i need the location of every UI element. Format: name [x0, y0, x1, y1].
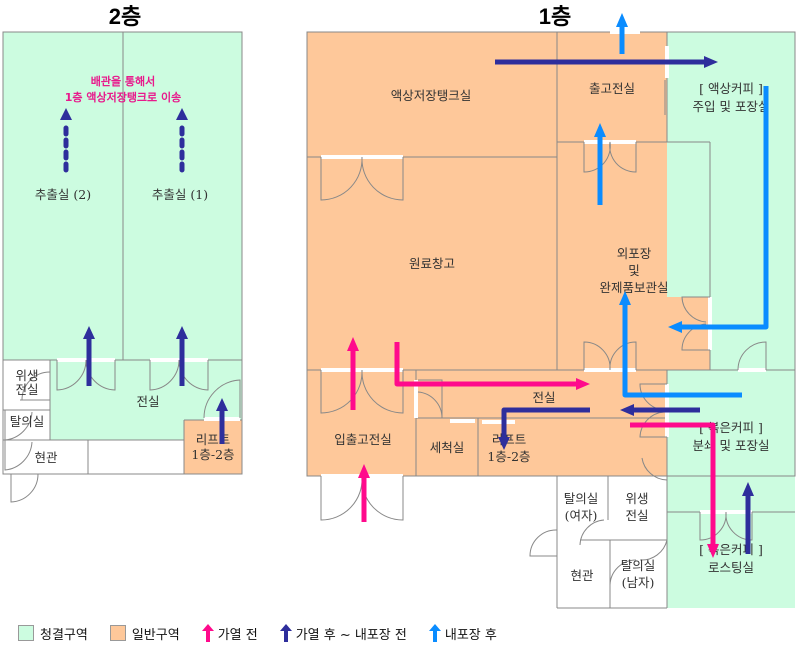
room-sanitary-2f-line2: 전실	[15, 382, 38, 397]
room-sanitary-1f-line2: 전실	[625, 508, 648, 523]
arrowhead	[216, 398, 228, 411]
room-changing-female-line2: (여자)	[565, 508, 598, 523]
zone-liquid-tank	[307, 32, 667, 157]
floor-2-title: 2층	[109, 4, 141, 29]
arrowhead	[742, 482, 754, 496]
floor-1: 1층	[306, 4, 796, 609]
legend-label: 청결구역	[40, 627, 88, 643]
arrowhead	[620, 404, 634, 416]
legend-after-inner-packing: 내포장 후	[428, 624, 497, 643]
room-sanitary-1f-line1: 위생	[625, 491, 648, 506]
room-extraction-2: 추출실 (2)	[35, 187, 91, 202]
room-outer-pack-line1: 외포장	[617, 246, 652, 261]
arrowhead	[358, 464, 370, 478]
room-changing-female-line1: 탈의실	[564, 491, 599, 506]
room-washing: 세척실	[430, 440, 465, 455]
zone-clean-right	[710, 140, 795, 370]
room-in-out-anteroom: 입출고전실	[334, 432, 392, 447]
floor-1-title: 1층	[539, 4, 571, 29]
arrowhead	[83, 326, 95, 339]
room-extraction-1: 추출실 (1)	[152, 187, 208, 202]
arrowhead	[498, 437, 510, 450]
room-lift-1f-line1: 리프트	[492, 432, 527, 447]
room-anteroom-2f: 전실	[136, 394, 159, 409]
room-liquid-tank: 액상저장탱크실	[391, 88, 472, 103]
flow-blue-grind-to-storage	[622, 303, 742, 398]
arrow-up-icon	[428, 624, 441, 642]
arrow-up-icon	[201, 624, 214, 642]
legend-label: 내포장 후	[444, 627, 497, 643]
legend-general-zone: 일반구역	[109, 624, 180, 643]
legend-clean-zone: 청결구역	[18, 624, 88, 643]
room-roasted-grind-line2: 분쇄 및 포장실	[693, 438, 770, 453]
room-lift-2f-line1: 리프트	[196, 432, 231, 447]
legend-before-heating: 가열 전	[201, 624, 258, 643]
clean-zone-swatch	[18, 625, 34, 641]
arrowhead	[576, 378, 590, 390]
room-entrance-1f: 현관	[570, 568, 594, 583]
arrowhead	[594, 123, 606, 137]
room-liquid-coffee-line2: 주입 및 포장실	[693, 99, 770, 114]
arrow-up-icon	[279, 624, 292, 642]
transfer-arrowhead-1	[176, 108, 188, 120]
zone-raw-warehouse	[307, 157, 710, 370]
room-roasting-line2: 로스팅실	[708, 560, 754, 575]
room-entrance-2f: 현관	[34, 450, 58, 465]
room-outer-pack-line3: 완제품보관실	[599, 280, 668, 295]
room-liquid-coffee-line1: [ 액상커피 ]	[699, 81, 763, 96]
room-lift-2f-line2: 1층-2층	[191, 447, 234, 462]
flow-navy-to-lift	[501, 407, 590, 438]
room-changing-2f: 탈의실	[10, 414, 45, 429]
floor2-lift-zone	[184, 420, 242, 474]
floor-2: 2층 배관을 통해서 1층 액상저장탱크로 이송 추출실	[2, 4, 243, 503]
arrowhead	[619, 291, 631, 305]
room-changing-male-line1: 탈의실	[621, 558, 656, 573]
legend-label: 가열 후 ~ 내포장 전	[295, 627, 407, 643]
arrowhead	[704, 56, 718, 68]
transfer-note-line1: 배관을 통해서	[91, 74, 156, 88]
legend-after-heating: 가열 후 ~ 내포장 전	[279, 624, 407, 643]
flow-blue-liquid-to-storage	[680, 86, 769, 330]
floor-plan: 2층 배관을 통해서 1층 액상저장탱크로 이송 추출실	[2, 4, 796, 609]
room-changing-male-line2: (남자)	[622, 575, 655, 590]
general-zone-swatch	[109, 625, 126, 641]
room-shipping-anteroom: 출고전실	[589, 81, 635, 96]
legend-label: 일반구역	[131, 627, 180, 643]
room-anteroom-1f: 전실	[532, 390, 555, 405]
room-raw-warehouse: 원료창고	[409, 256, 455, 271]
arrowhead	[616, 13, 628, 27]
room-lift-1f-line2: 1층-2층	[487, 449, 530, 464]
room-outer-pack-line2: 및	[628, 263, 640, 278]
arrowhead	[176, 326, 188, 339]
room-sanitary-2f-line1: 위생	[15, 368, 38, 383]
transfer-note-line2: 1층 액상저장탱크로 이송	[65, 90, 182, 104]
flow-pink-to-roasting	[630, 422, 716, 545]
transfer-arrowhead-2	[60, 108, 72, 120]
arrowhead	[668, 321, 682, 333]
legend-label: 가열 전	[217, 627, 258, 643]
legend: 청결구역 일반구역 가열 전 가열 후 ~ 내포장 전 내포장 후	[18, 622, 519, 644]
arrowhead	[347, 337, 359, 351]
flow-pink-warehouse-to-anteroom	[394, 342, 578, 387]
arrowhead	[707, 544, 719, 558]
